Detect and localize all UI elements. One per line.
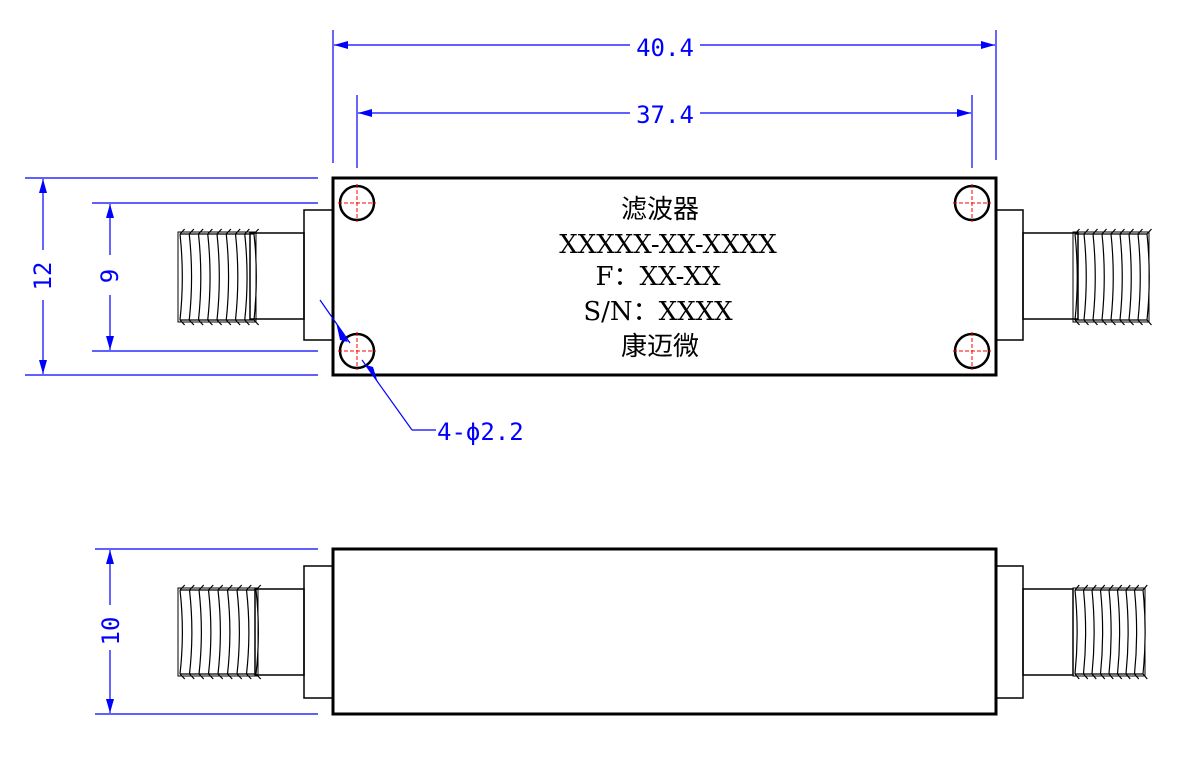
right-connector-top (995, 209, 1152, 341)
label-line-4: S/N：XXXX (583, 297, 733, 327)
dim-hole-callout: 4-ϕ2.2 (437, 418, 524, 446)
left-connector-top (177, 209, 334, 341)
side-body (331, 547, 998, 716)
dim-body-height: 12 (29, 262, 57, 291)
label-line-5: 康迈微 (621, 332, 699, 362)
right-connector-side (995, 565, 1148, 699)
dimension-labels-side: 10 (97, 617, 125, 646)
hole-bottom-left (338, 332, 376, 370)
hole-top-right (953, 184, 991, 222)
dim-overall-length: 40.4 (636, 34, 694, 62)
mounting-holes (338, 184, 991, 370)
label-line-2: XXXXX-XX-XXXX (559, 230, 777, 260)
side-view (177, 547, 1148, 716)
hole-top-left (338, 184, 376, 222)
top-view: 滤波器 XXXXX-XX-XXXX F：XX-XX S/N：XXXX 康迈微 (177, 176, 1152, 377)
product-label: 滤波器 XXXXX-XX-XXXX F：XX-XX S/N：XXXX 康迈微 (559, 195, 777, 362)
label-line-1: 滤波器 (621, 195, 699, 225)
hole-bottom-right (953, 332, 991, 370)
dim-side-height: 10 (97, 617, 125, 646)
dimensions-top (25, 30, 997, 431)
dim-connector-height: 9 (96, 269, 124, 283)
dim-hole-spacing: 37.4 (636, 101, 694, 129)
dimensions-side (95, 548, 318, 715)
left-connector-side (177, 565, 334, 699)
label-line-3: F：XX-XX (595, 262, 721, 292)
dimension-labels-top: 40.4 37.4 12 9 4-ϕ2.2 (29, 34, 694, 446)
